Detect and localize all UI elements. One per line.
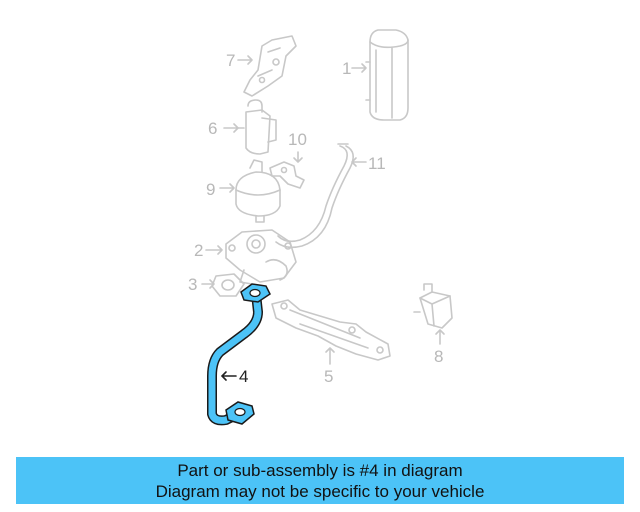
part-6-valve: [237, 99, 277, 155]
parts-diagram: [201, 29, 453, 426]
callout-6: 6: [208, 119, 218, 138]
callout-11: 11: [368, 154, 386, 173]
part-7-bracket: [243, 35, 297, 97]
callout-4[interactable]: 4: [239, 367, 249, 386]
callout-1: 1: [342, 59, 352, 78]
part-1-canister: [365, 29, 409, 121]
part-4-egr-tube[interactable]: [207, 283, 271, 426]
info-banner: Part or sub-assembly is #4 in diagram Di…: [16, 457, 624, 504]
part-9-reservoir: [235, 159, 281, 223]
callout-5: 5: [324, 367, 334, 386]
callout-2: 2: [194, 241, 204, 260]
callout-leaders: [201, 55, 445, 365]
callout-7: 7: [226, 51, 236, 70]
part-5-manifold-pipe: [271, 299, 391, 361]
banner-line-disclaimer: Diagram may not be specific to your vehi…: [155, 481, 485, 501]
callout-8: 8: [434, 347, 444, 366]
banner-line-part: Part or sub-assembly is #4 in diagram: [177, 460, 463, 480]
callout-3: 3: [188, 275, 198, 294]
part-11-hose: [275, 143, 354, 249]
part-3-gasket: [211, 273, 245, 297]
part-10-clip: [269, 161, 305, 189]
callout-9: 9: [206, 180, 216, 199]
part-8-sensor: [413, 283, 453, 329]
callout-10: 10: [288, 130, 307, 149]
part-2-egr-valve: [225, 229, 297, 285]
